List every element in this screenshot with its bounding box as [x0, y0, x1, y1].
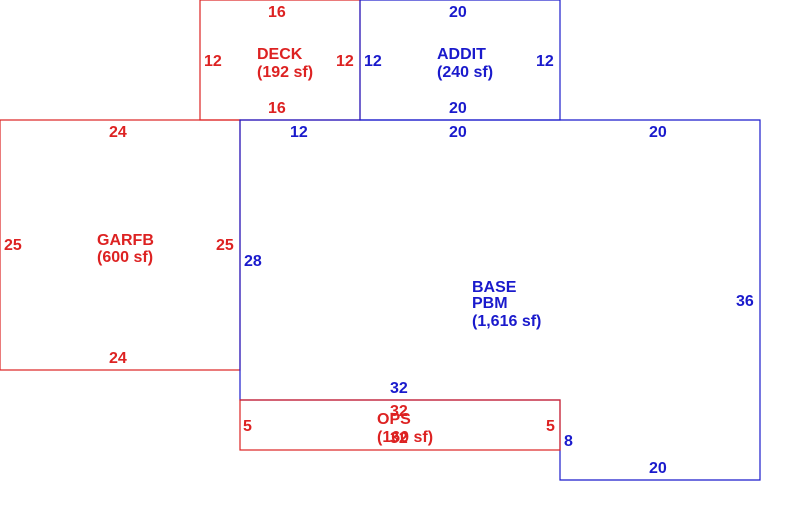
- garfb-dim-bottom: 24: [109, 350, 127, 367]
- deck-dim-left: 12: [204, 53, 222, 70]
- ops-area: (160 sf): [377, 429, 433, 446]
- ops-label: OPS: [377, 411, 411, 428]
- addit-label: ADDIT: [437, 46, 486, 63]
- deck-label: DECK: [257, 46, 303, 63]
- deck-dim-bottom: 16: [268, 100, 286, 117]
- base-dim-step: 8: [564, 433, 573, 450]
- base-dim-top-left: 12: [290, 124, 308, 141]
- addit-area: (240 sf): [437, 64, 493, 81]
- ops-dim-bottom: 32: [390, 430, 408, 447]
- addit-dim-right: 12: [536, 53, 554, 70]
- base-dim-bottom-right: 20: [649, 460, 667, 477]
- ops-outline: [239, 399, 561, 451]
- base-dim-left: 28: [244, 253, 262, 270]
- deck-area: (192 sf): [257, 64, 313, 81]
- deck-dim-top: 16: [268, 4, 286, 21]
- ops-dim-top: 32: [390, 403, 408, 420]
- addit-dim-top: 20: [449, 4, 467, 21]
- base-dim-right: 36: [736, 293, 754, 310]
- addit-dim-left: 12: [364, 53, 382, 70]
- ops-dim-right: 5: [546, 418, 555, 435]
- garfb-label: GARFB: [97, 232, 154, 249]
- base-area: (1,616 sf): [472, 313, 541, 330]
- ops-dim-left: 5: [243, 418, 252, 435]
- base-dim-inner-bottom: 32: [390, 380, 408, 397]
- garfb-dim-left: 25: [4, 237, 22, 254]
- deck-dim-right: 12: [336, 53, 354, 70]
- base-dim-top-mid: 20: [449, 124, 467, 141]
- garfb-area: (600 sf): [97, 249, 153, 266]
- garfb-dim-top: 24: [109, 124, 127, 141]
- addit-dim-bottom: 20: [449, 100, 467, 117]
- garfb-dim-right: 25: [216, 237, 234, 254]
- base-label-line2: PBM: [472, 295, 508, 312]
- base-dim-top-right: 20: [649, 124, 667, 141]
- base-label-line1: BASE: [472, 279, 517, 296]
